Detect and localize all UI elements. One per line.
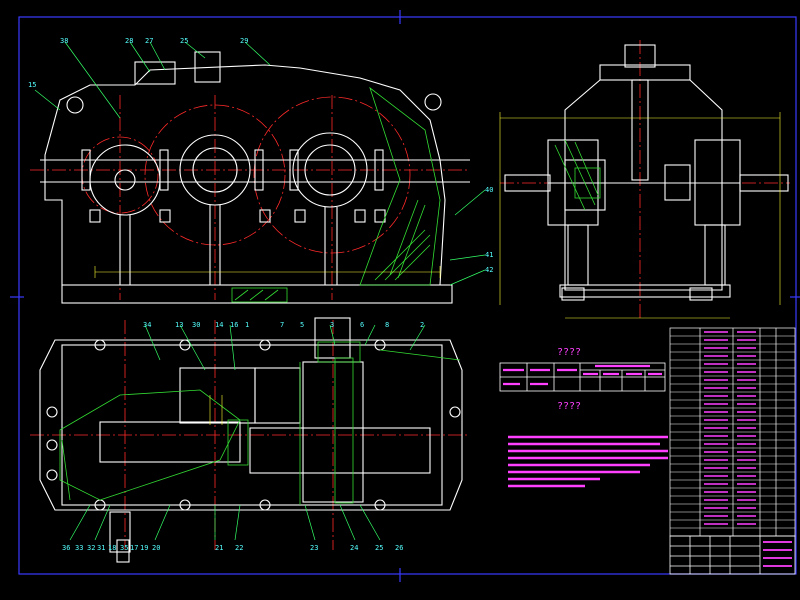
tech-data-table-text [503, 364, 662, 386]
callout-26: 26 [395, 544, 404, 552]
callout-6: 6 [360, 321, 365, 329]
callout-41: 41 [485, 251, 494, 259]
top-view [30, 317, 470, 563]
callout-27: 27 [145, 37, 154, 45]
callout-28: 28 [125, 37, 134, 45]
callout-33: 33 [75, 544, 84, 552]
callout-38: 38 [60, 37, 69, 45]
callout-32: 32 [87, 544, 96, 552]
callout-13: 13 [175, 321, 184, 329]
callout-19: 19 [140, 544, 149, 552]
callout-23: 23 [310, 544, 319, 552]
callout-8: 8 [385, 321, 390, 329]
callout-7: 7 [280, 321, 285, 329]
callout-18: 18 [108, 544, 117, 552]
callout-14: 14 [215, 321, 224, 329]
callout-15: 15 [28, 81, 37, 89]
callout-3: 3 [330, 321, 335, 329]
callout-24: 24 [350, 544, 359, 552]
callout-22: 22 [235, 544, 244, 552]
callout-20: 20 [152, 544, 161, 552]
callout-31: 31 [97, 544, 106, 552]
callout-5: 5 [300, 321, 305, 329]
callout-25: 25 [180, 37, 189, 45]
callout-36: 36 [62, 544, 71, 552]
callout-40: 40 [485, 186, 494, 194]
parts-list-entries [704, 331, 756, 525]
tech-data-table [499, 362, 666, 392]
title-block-text [763, 541, 792, 567]
side-view [499, 40, 790, 320]
drawing-frame [10, 10, 800, 582]
callout-42: 42 [485, 266, 494, 274]
callout-35: 35 [120, 544, 129, 552]
requirements-heading: ???? [557, 401, 582, 412]
technical-requirements-text [508, 435, 668, 488]
callout-25: 25 [375, 544, 384, 552]
callout-16: 16 [230, 321, 239, 329]
callout-21: 21 [215, 544, 224, 552]
table-heading: ???? [557, 347, 582, 358]
callout-34: 34 [143, 321, 152, 329]
callout-29: 29 [240, 37, 249, 45]
parts-list-rows [670, 335, 795, 529]
callout-30: 30 [192, 321, 201, 329]
callout-17: 17 [130, 544, 139, 552]
callout-2: 2 [420, 321, 425, 329]
front-view [30, 41, 486, 304]
callout-1: 1 [245, 321, 250, 329]
title-block [669, 535, 796, 575]
